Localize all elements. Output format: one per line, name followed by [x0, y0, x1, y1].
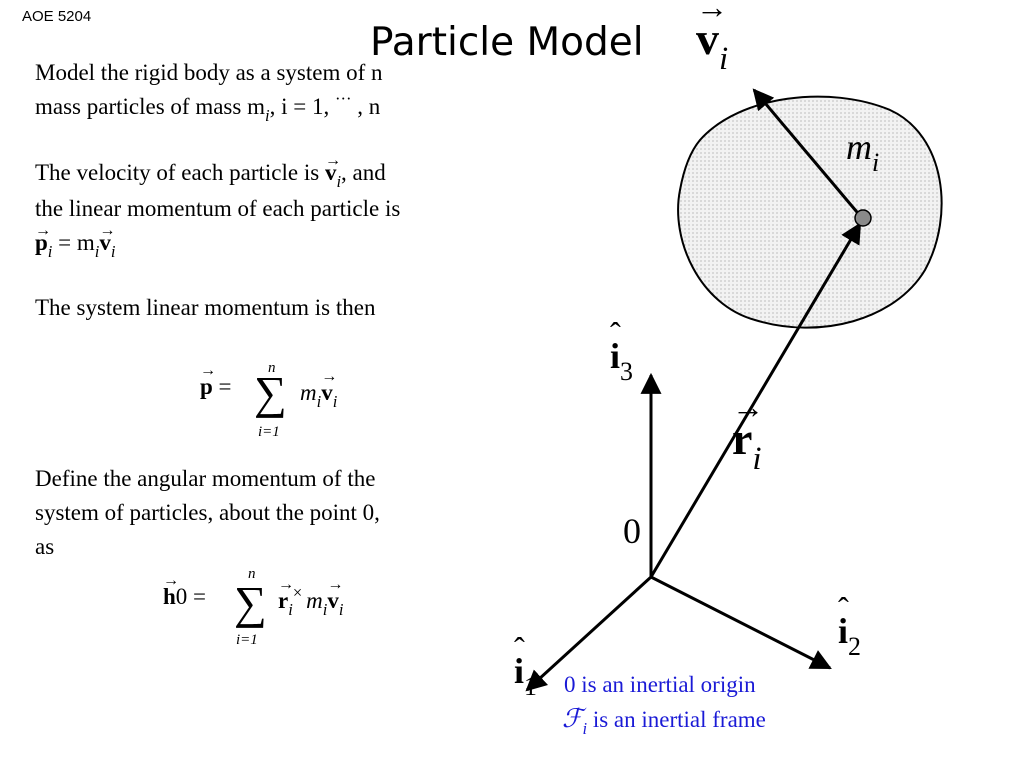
- velocity-vector-symbol: v: [327, 576, 339, 614]
- summation-upper-limit: n: [268, 360, 276, 376]
- momentum-vector-symbol: p: [35, 214, 48, 260]
- cross-product-sign: ×: [292, 583, 303, 603]
- equation-angular-momentum: h0 =: [163, 572, 207, 610]
- frame-symbol: ℱ: [562, 704, 583, 733]
- subscript: i: [288, 600, 293, 620]
- text-run: , and: [341, 160, 386, 185]
- subscript: i: [322, 600, 328, 620]
- text-run: = m: [52, 230, 95, 255]
- subscript: i: [94, 242, 100, 262]
- subscript: i: [316, 392, 322, 412]
- summation-sign: ∑: [234, 577, 267, 628]
- axis-i2-line: [650, 575, 832, 670]
- subscript: 0: [175, 584, 188, 609]
- velocity-vector-symbol: v: [321, 368, 333, 406]
- paragraph-line: The system linear momentum is then: [35, 295, 376, 320]
- summation-sign: ∑: [254, 367, 287, 418]
- paragraph-line: as: [35, 534, 55, 559]
- subscript: i: [110, 242, 116, 262]
- paragraph-line: Model the rigid body as a system of n: [35, 60, 383, 85]
- paragraph-system-momentum: The system linear momentum is then: [35, 291, 525, 325]
- ellipsis: ···: [334, 89, 352, 109]
- equals-sign: =: [212, 374, 232, 399]
- text-run: The velocity of each particle is: [35, 160, 325, 185]
- axis-i3-label: i3: [610, 317, 633, 385]
- subscript: i: [582, 719, 588, 739]
- inertial-origin-note: 0 is an inertial origin: [564, 672, 756, 697]
- paragraph-velocity: The velocity of each particle is vi, and…: [35, 144, 525, 262]
- momentum-vector-symbol: p: [200, 362, 213, 400]
- paragraph-angular-momentum: Define the angular momentum of the syste…: [35, 462, 525, 564]
- paragraph-particle-model: Model the rigid body as a system of n ma…: [35, 56, 525, 126]
- velocity-label: vi: [696, 0, 728, 77]
- summation-upper-limit: n: [248, 566, 256, 582]
- subscript: i: [338, 600, 344, 620]
- paragraph-line: mass particles of mass mi, i = 1, ··· , …: [35, 89, 525, 126]
- mass-symbol: m: [300, 380, 317, 405]
- axis-i1-line: [525, 575, 653, 692]
- text-run: mass particles of mass m: [35, 94, 265, 119]
- rigid-body-outline: [677, 95, 943, 329]
- text-run: , i = 1,: [269, 94, 335, 119]
- slide-title: Particle Model: [370, 20, 644, 65]
- equation-summand: ri×mivi: [278, 576, 344, 619]
- equals-sign: =: [187, 584, 207, 609]
- course-code: AOE 5204: [22, 8, 92, 25]
- inertial-frame-note: ℱi is an inertial frame: [562, 704, 766, 738]
- subscript: i: [336, 172, 342, 192]
- paragraph-line: Define the angular momentum of the: [35, 466, 376, 491]
- text-run: , n: [351, 94, 381, 119]
- summation-lower-limit: i=1: [236, 632, 258, 648]
- equation-summand: mivi: [300, 368, 337, 411]
- paragraph-line: system of particles, about the point 0,: [35, 500, 380, 525]
- velocity-vector-symbol: v: [325, 144, 337, 190]
- mass-label: mi: [846, 127, 880, 177]
- origin-label: 0: [623, 511, 641, 551]
- axis-i2-label: i2: [838, 592, 861, 660]
- mass-symbol: m: [306, 588, 323, 613]
- paragraph-line: pi = mivi: [35, 214, 525, 262]
- position-label: ri: [732, 389, 762, 477]
- subscript: i: [332, 392, 338, 412]
- velocity-vector-line: [752, 88, 864, 219]
- summation-lower-limit: i=1: [258, 424, 280, 440]
- paragraph-line: the linear momentum of each particle is: [35, 196, 401, 221]
- subscript: i: [47, 242, 53, 262]
- subscript: i: [264, 106, 270, 126]
- position-vector-symbol: r: [278, 576, 288, 614]
- axis-i1-label: i1: [514, 632, 537, 700]
- text-run: is an inertial frame: [587, 707, 766, 732]
- equation-linear-momentum: p =: [200, 362, 232, 400]
- velocity-vector-symbol: v: [99, 214, 111, 260]
- angular-momentum-vector-symbol: h: [163, 572, 176, 610]
- paragraph-line: The velocity of each particle is vi, and: [35, 144, 525, 192]
- particle-dot: [854, 209, 872, 227]
